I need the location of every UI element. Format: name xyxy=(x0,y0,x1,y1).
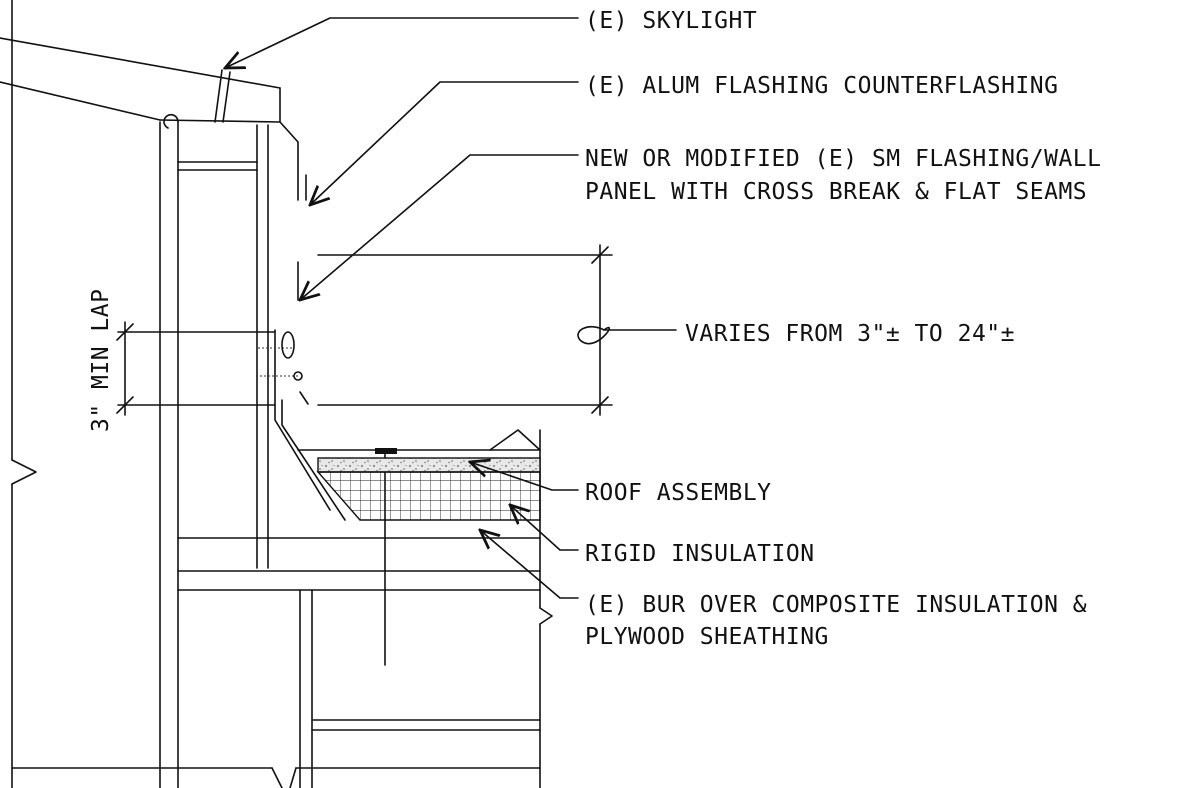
roof-assembly xyxy=(297,429,541,521)
label-rigid-insulation: RIGID INSULATION xyxy=(585,541,815,567)
label-bur-line1: (E) BUR OVER COMPOSITE INSULATION & xyxy=(585,592,1087,618)
label-counterflashing: (E) ALUM FLASHING COUNTERFLASHING xyxy=(585,73,1058,99)
label-min-lap: 3" MIN LAP xyxy=(88,289,114,432)
label-varies: VARIES FROM 3"± TO 24"± xyxy=(685,321,1015,347)
label-skylight: (E) SKYLIGHT xyxy=(585,8,757,34)
lap-dimension xyxy=(116,321,276,416)
label-roof-assembly: ROOF ASSEMBLY xyxy=(585,480,772,506)
lap-fasteners xyxy=(256,331,309,405)
varies-dimension xyxy=(317,244,677,416)
curb-framing xyxy=(159,121,346,788)
label-sm-flashing-line2: PANEL WITH CROSS BREAK & FLAT SEAMS xyxy=(585,179,1087,205)
skylight-frame xyxy=(0,37,281,129)
leaders xyxy=(225,17,579,599)
label-bur-line2: PLYWOOD SHEATHING xyxy=(585,624,829,650)
left-wall xyxy=(11,0,37,788)
label-sm-flashing-line1: NEW OR MODIFIED (E) SM FLASHING/WALL xyxy=(585,146,1102,172)
